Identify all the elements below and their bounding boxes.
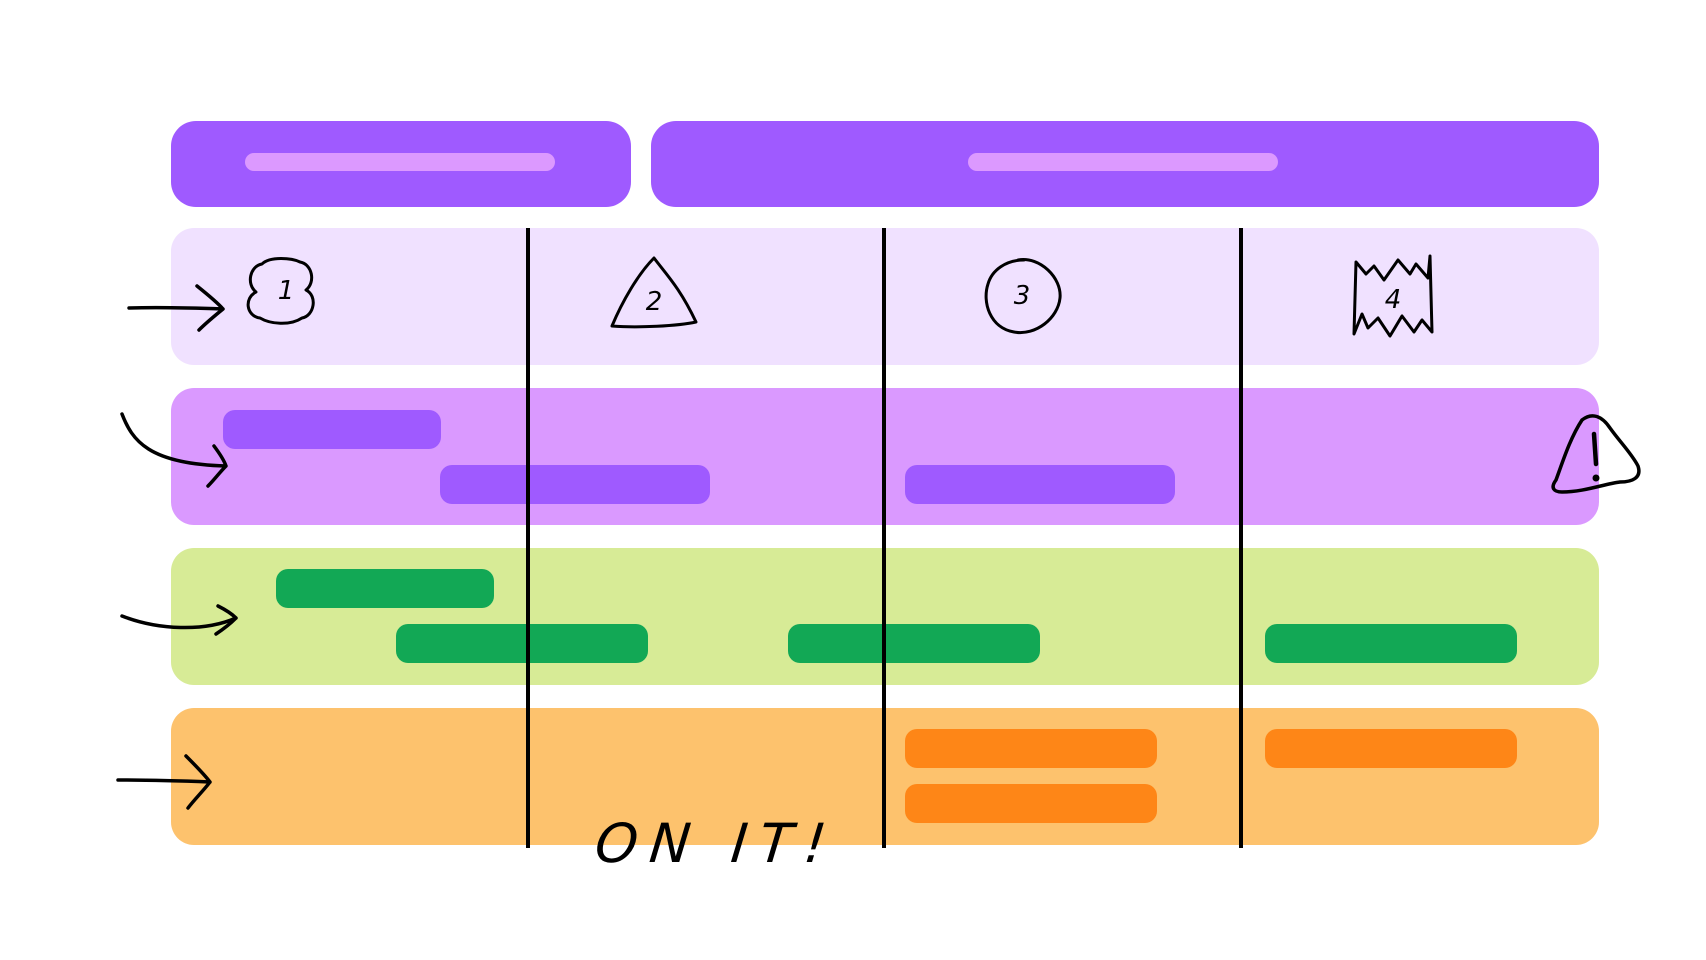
arrow-right-icon	[127, 284, 225, 332]
stage-1-cloud-badge: 1	[246, 257, 315, 325]
stage-4-label: 4	[1385, 285, 1402, 315]
stage-2-label: 2	[646, 287, 663, 317]
stage-2-triangle-badge: 2	[610, 256, 698, 329]
task-bar[interactable]	[905, 729, 1157, 768]
header-block-left	[171, 121, 631, 207]
header-placeholder-right	[968, 153, 1278, 171]
task-bar[interactable]	[440, 465, 710, 504]
note-text: ON IT!	[592, 812, 841, 875]
column-divider	[882, 228, 886, 848]
header-placeholder-left	[245, 153, 555, 171]
stage-1-label: 1	[278, 276, 295, 306]
stage-3-label: 3	[1014, 281, 1031, 311]
handwritten-note: ON IT!	[592, 812, 841, 875]
warning-triangle-icon	[1551, 414, 1641, 494]
task-bar[interactable]	[396, 624, 648, 663]
swoosh-arrow-icon	[120, 604, 238, 636]
task-bar[interactable]	[905, 465, 1175, 504]
stage-3-circle-badge: 3	[984, 258, 1062, 335]
column-divider	[526, 228, 530, 848]
curved-arrow-icon	[120, 412, 228, 488]
task-bar[interactable]	[276, 569, 494, 608]
task-bar[interactable]	[1265, 624, 1517, 663]
arrow-right-icon	[116, 754, 212, 810]
stage-4-zigzag-badge: 4	[1352, 254, 1434, 338]
header-block-right	[651, 121, 1599, 207]
task-bar[interactable]	[788, 624, 1040, 663]
task-bar[interactable]	[905, 784, 1157, 823]
column-divider	[1239, 228, 1243, 848]
task-bar[interactable]	[223, 410, 441, 449]
task-bar[interactable]	[1265, 729, 1517, 768]
